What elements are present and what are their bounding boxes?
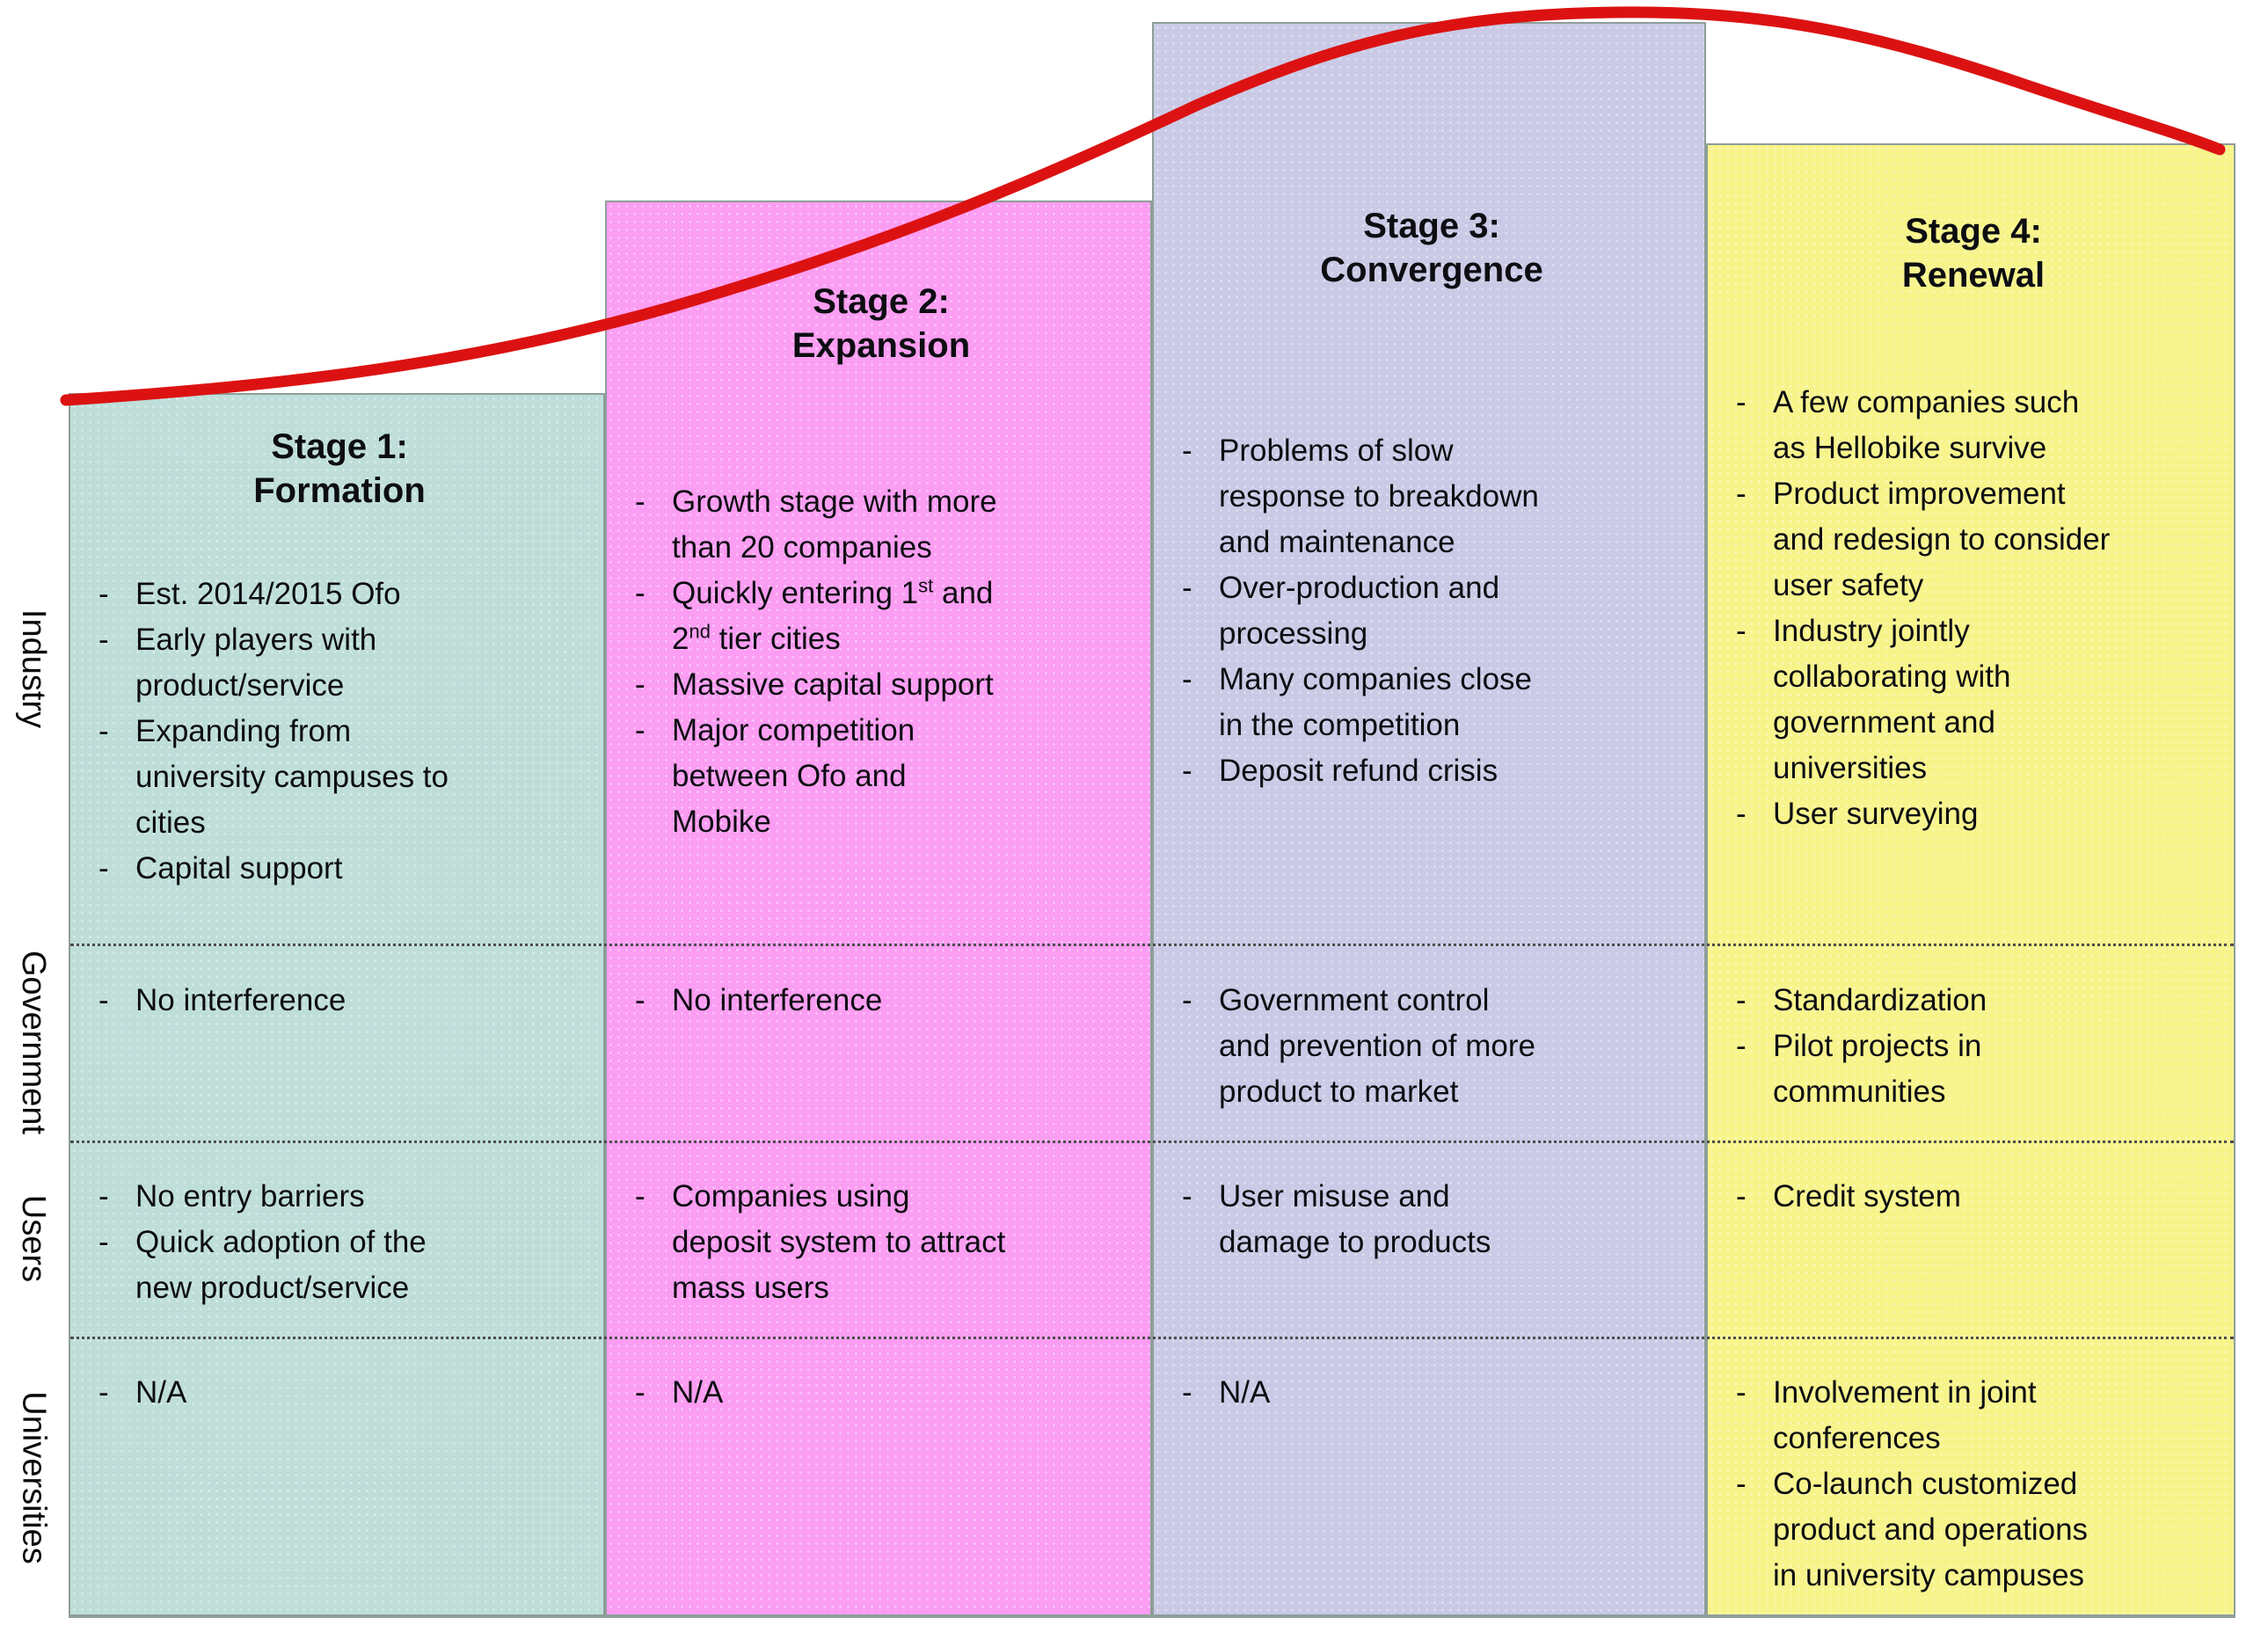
stage-2-universities-list: N/A — [621, 1370, 1141, 1416]
bullet-item: Over-production and processing — [1168, 565, 1696, 657]
stage-4-universities-list: Involvement in joint conferencesCo-launc… — [1722, 1370, 2225, 1599]
stage-4-title: Stage 4: Renewal — [1901, 212, 2046, 295]
bullet-item: N/A — [621, 1370, 1141, 1416]
row-label-government-text: Government — [15, 950, 53, 1134]
row-label-industry: Industry — [0, 393, 67, 944]
row-divider-government-users — [70, 1141, 2234, 1143]
stage-4-government-list: StandardizationPilot projects in communi… — [1722, 978, 2225, 1115]
bullet-item: Standardization — [1722, 978, 2225, 1024]
bullet-item: Involvement in joint conferences — [1722, 1370, 2225, 1461]
bullet-item: Government control and prevention of mor… — [1168, 978, 1696, 1115]
stage-1-title: Stage 1: Formation — [253, 427, 426, 510]
stage-2-users-list: Companies using deposit system to attrac… — [621, 1174, 1141, 1311]
bullet-item: A few companies such as Hellobike surviv… — [1722, 380, 2225, 471]
stage-4-users-list: Credit system — [1722, 1174, 2225, 1220]
stage-3-title: Stage 3: Convergence — [1320, 207, 1543, 289]
bullet-item: N/A — [84, 1370, 594, 1416]
bullet-item: Major competition between Ofo and Mobike — [621, 708, 1141, 845]
row-label-users: Users — [0, 1141, 67, 1337]
bullet-item: Many companies close in the competition — [1168, 657, 1696, 748]
row-label-universities-text: Universities — [15, 1390, 53, 1564]
stage-1-government-list: No interference — [84, 978, 594, 1024]
stage-1-users-list: No entry barriersQuick adoption of the n… — [84, 1174, 594, 1311]
stage-4-content: Stage 4: Renewal A few companies such as … — [1706, 0, 2235, 1647]
bullet-item: Industry jointly collaborating with gove… — [1722, 609, 2225, 791]
row-divider-industry-government — [70, 944, 2234, 946]
row-label-government: Government — [0, 944, 67, 1141]
bullet-item: No interference — [621, 978, 1141, 1024]
row-label-users-text: Users — [15, 1194, 53, 1283]
stage-2-content: Stage 2: ExpansionGrowth stage with more… — [605, 0, 1152, 1647]
stage-3-universities-list: N/A — [1168, 1370, 1696, 1416]
bullet-item: Pilot projects in communities — [1722, 1024, 2225, 1115]
bullet-item: User misuse and damage to products — [1168, 1174, 1696, 1265]
bullet-item: Credit system — [1722, 1174, 2225, 1220]
bullet-item: Problems of slow response to breakdown a… — [1168, 428, 1696, 565]
bullet-item: Est. 2014/2015 Ofo — [84, 572, 594, 617]
bullet-item: User surveying — [1722, 791, 2225, 837]
stage-3-content: Stage 3: ConvergenceProblems of slow res… — [1152, 0, 1706, 1647]
bullet-item: Massive capital support — [621, 662, 1141, 708]
bullet-item: Quickly entering 1st and 2nd tier cities — [621, 571, 1141, 662]
bullet-item: Companies using deposit system to attrac… — [621, 1174, 1141, 1311]
stage-1-industry-list: Est. 2014/2015 OfoEarly players with pro… — [84, 572, 594, 892]
bullet-item: Capital support — [84, 846, 594, 892]
bullet-item: No interference — [84, 978, 594, 1024]
stage-2-industry-list: Growth stage with more than 20 companies… — [621, 479, 1141, 845]
row-label-universities: Universities — [0, 1328, 67, 1627]
stage-1-universities-list: N/A — [84, 1370, 594, 1416]
bullet-item: N/A — [1168, 1370, 1696, 1416]
bullet-item: Growth stage with more than 20 companies — [621, 479, 1141, 571]
bullet-item: Co-launch customized product and operati… — [1722, 1461, 2225, 1599]
bullet-item: Deposit refund crisis — [1168, 748, 1696, 794]
stage-3-government-list: Government control and prevention of mor… — [1168, 978, 1696, 1115]
row-divider-users-universities — [70, 1337, 2234, 1339]
row-label-industry-text: Industry — [15, 609, 53, 728]
bullet-item: Expanding from university campuses to ci… — [84, 709, 594, 846]
stage-1-content: Stage 1: FormationEst. 2014/2015 OfoEarl… — [69, 0, 605, 1647]
stage-3-industry-list: Problems of slow response to breakdown a… — [1168, 428, 1696, 794]
stage-3-users-list: User misuse and damage to products — [1168, 1174, 1696, 1265]
stage-4-industry-list: A few companies such as Hellobike surviv… — [1722, 380, 2225, 837]
stage-2-title: Stage 2: Expansion — [791, 282, 971, 365]
bullet-item: Product improvement and redesign to cons… — [1722, 471, 2225, 609]
stage-2-government-list: No interference — [621, 978, 1141, 1024]
bullet-item: Early players with product/service — [84, 617, 594, 709]
bullet-item: No entry barriers — [84, 1174, 594, 1220]
bullet-item: Quick adoption of the new product/servic… — [84, 1220, 594, 1311]
